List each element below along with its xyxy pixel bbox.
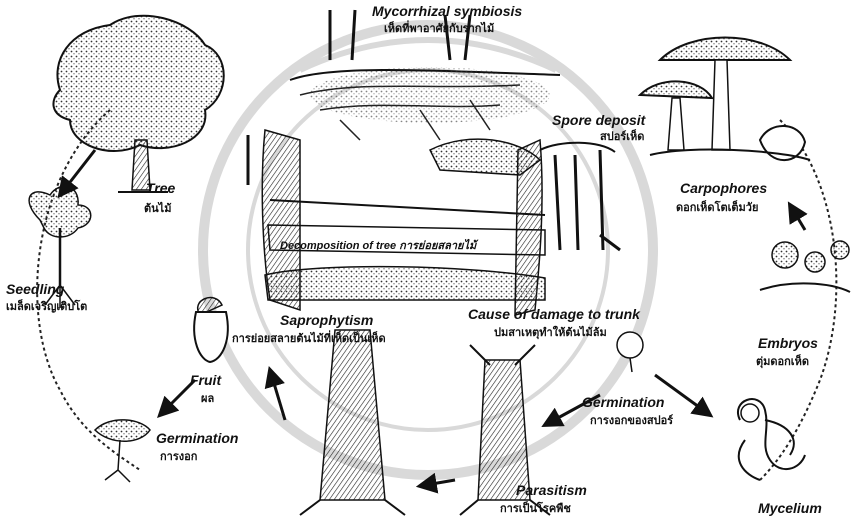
tree-icon [53,16,223,192]
spore-stalk-icon [540,143,615,250]
label-embryos-th: ตุ่มดอกเห็ด [756,355,809,369]
label-germination-spore-th: การงอกของสปอร์ [590,414,673,428]
label-mycorrhizal: Mycorrhizal symbiosis [372,3,522,19]
label-fruit: Fruit [190,372,221,388]
label-seedling: Seedling [6,281,64,297]
label-cause-th: ปมสาเหตุทำให้ต้นไม้ล้ม [494,326,607,340]
label-germination-seed: Germination [156,430,238,446]
label-mycelium: Mycelium [758,500,822,516]
label-parasitism-th: การเป็นโรคพืช [500,502,571,516]
label-saprophytism-th: การย่อยสลายต้นไม้ที่เห็ดเป็นเห็ด [232,332,386,346]
label-mycorrhizal-th: เห็ดที่พาอาศัยกับรากไม้ [384,22,494,36]
acorn-icon [194,298,228,362]
cycle-right-arc [760,120,836,480]
label-seedling-th: เมล็ดเจริญเติบโต [6,300,87,314]
label-carpophores-th: ดอกเห็ดโตเต็มวัย [676,201,758,215]
label-parasitism: Parasitism [516,482,587,498]
label-carpophores: Carpophores [680,180,767,196]
label-embryos: Embryos [758,335,818,351]
label-cause: Cause of damage to trunk [468,306,640,322]
mycelium-icon [738,399,805,480]
label-tree-th: ต้นไม้ [144,202,171,216]
mushroom-icon [640,38,810,161]
label-saprophytism: Saprophytism [280,312,373,328]
germination-seed-icon [95,420,150,482]
log-icon [262,130,545,315]
label-germination-spore: Germination [582,394,664,410]
label-spore-deposit: Spore deposit [552,112,645,128]
label-fruit-th: ผล [201,392,214,406]
label-decomposition: Decomposition of tree การย่อยสลายไม้ [280,238,476,254]
trunk-icon [300,330,550,515]
embryos-icon [760,241,850,292]
label-spore-deposit-th: สปอร์เห็ด [600,130,644,144]
label-germination-seed-th: การงอก [160,450,197,464]
label-tree: Tree [146,180,175,196]
